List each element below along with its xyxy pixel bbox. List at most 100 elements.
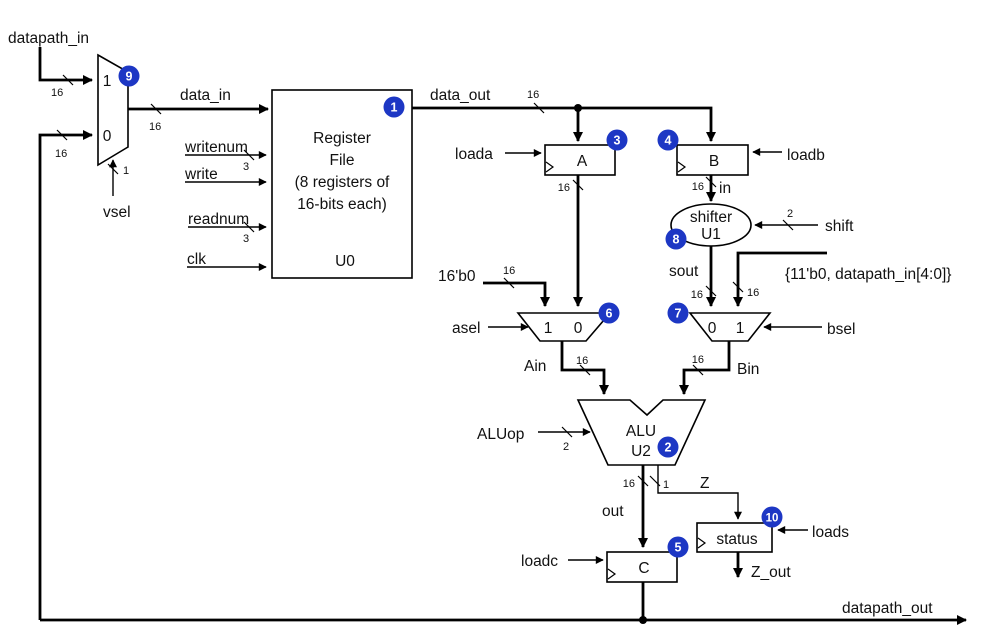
- bus-width-tick: [692, 364, 704, 376]
- badge-1: 1: [383, 96, 405, 118]
- badge-number: 9: [126, 70, 133, 84]
- ain-wire: [560, 341, 609, 395]
- ain-label: Ain: [524, 358, 546, 375]
- badge-number: 5: [675, 541, 682, 555]
- shifter-instance: U1: [701, 226, 721, 243]
- bus-width-tick: [107, 163, 119, 175]
- asel-mux-input0: 0: [574, 320, 583, 337]
- bus-width-tick: [243, 221, 255, 233]
- vsel-mux-input1: 1: [103, 73, 112, 90]
- datapath-in-wire: [38, 47, 93, 85]
- clock-triangle-icon: [545, 161, 555, 173]
- badge-circle: [667, 536, 689, 558]
- bin-label: Bin: [737, 361, 759, 378]
- badge-circle: [598, 302, 620, 324]
- shift-label: shift: [825, 218, 854, 235]
- bus-width-tick: [533, 102, 545, 114]
- register-file-title-4: 16-bits each): [297, 196, 387, 213]
- reg-b: B loadb 16 in: [676, 144, 825, 202]
- reg-a: A loada 16: [455, 144, 616, 307]
- vsel-mux-shape: [97, 53, 129, 167]
- reg-b-box: [676, 144, 749, 176]
- bus-width-label: 2: [563, 441, 569, 453]
- bus-width-label: 16: [527, 89, 539, 101]
- vsel-mux-input0: 0: [103, 128, 112, 145]
- badge-5: 5: [667, 536, 689, 558]
- badge-9: 9: [118, 65, 140, 87]
- reg-a-box: [544, 144, 616, 176]
- reg-b-label: B: [709, 153, 719, 170]
- z-out-label: Z_out: [751, 564, 791, 581]
- clock-triangle-icon: [607, 568, 617, 580]
- clk-label: clk: [187, 251, 206, 268]
- bsel-mux-input1: 1: [736, 320, 745, 337]
- bus-width-tick: [243, 149, 255, 161]
- shifter-label: shifter: [690, 209, 732, 226]
- bsel-mux: 0 1 bsel Bin 16: [679, 312, 855, 395]
- badge-3: 3: [606, 129, 628, 151]
- readnum-label: readnum: [188, 211, 249, 228]
- datapath-out-wire: datapath_out: [40, 600, 967, 625]
- bus-width-tick: [62, 74, 74, 86]
- loadc-label: loadc: [521, 553, 558, 570]
- bus-width-label: 16: [576, 355, 588, 367]
- bus-width-label: 16: [503, 265, 515, 277]
- sout-label: sout: [669, 263, 699, 280]
- badge-circle: [665, 228, 687, 250]
- bsel-mux-shape: [688, 312, 772, 342]
- bus-width-tick: [503, 277, 515, 289]
- badge-circle: [606, 129, 628, 151]
- bin-wire: [679, 341, 731, 395]
- imm-const-label: {11'b0, datapath_in[4:0]}: [785, 266, 951, 283]
- bus-width-tick: [561, 426, 573, 438]
- badge-circle: [118, 65, 140, 87]
- bus-width-tick: [649, 475, 661, 487]
- reg-c: C loadc: [521, 551, 678, 624]
- loadb-label: loadb: [787, 147, 825, 164]
- badge-10: 10: [761, 506, 783, 528]
- aluop-label: ALUop: [477, 426, 524, 443]
- zero-line: [483, 281, 550, 307]
- bus-width-tick: [572, 179, 584, 191]
- alu: ALU U2 ALUop 2 out 16 Z 1: [477, 399, 742, 548]
- data-out-label: data_out: [430, 87, 491, 104]
- register-file-title-1: Register: [313, 130, 371, 147]
- badge-circle: [657, 129, 679, 151]
- datapath-in-label: datapath_in: [8, 30, 89, 47]
- bus-width-label: 1: [123, 165, 129, 177]
- badge-number: 3: [614, 134, 621, 148]
- bus-width-tick: [732, 281, 744, 293]
- writenum-label: writenum: [184, 139, 248, 156]
- bus-width-label: 2: [787, 208, 793, 220]
- register-file-title-3: (8 registers of: [295, 174, 390, 191]
- bus-width-label: 16: [149, 121, 161, 133]
- alu-instance: U2: [631, 443, 651, 460]
- bus-width-label: 1: [663, 479, 669, 491]
- badge-8: 8: [665, 228, 687, 250]
- badge-circle: [657, 436, 679, 458]
- badge-number: 8: [673, 233, 680, 247]
- bus-width-label: 16: [692, 354, 704, 366]
- clock-triangle-icon: [697, 537, 707, 549]
- zero-const-label: 16'b0: [438, 268, 476, 285]
- register-file-instance: U0: [335, 253, 355, 270]
- bus-width-tick: [150, 103, 162, 115]
- status-register: status loads Z_out: [696, 522, 849, 581]
- loads-label: loads: [812, 524, 849, 541]
- vsel-mux: 1 0 1 vsel: [97, 53, 131, 221]
- badge-6: 6: [598, 302, 620, 324]
- bsel-mux-input0: 0: [708, 320, 717, 337]
- reg-a-label: A: [577, 153, 588, 170]
- imm-const-wire: {11'b0, datapath_in[4:0]} 16: [732, 251, 951, 307]
- data-in-wire: 16 data_in: [128, 87, 269, 133]
- junction-dot: [639, 616, 647, 624]
- z-label: Z: [700, 475, 709, 492]
- register-file: Register File (8 registers of 16-bits ea…: [184, 89, 413, 279]
- write-label: write: [184, 166, 218, 183]
- badge-7: 7: [667, 302, 689, 324]
- asel-mux-shape: [516, 312, 612, 342]
- bus-width-tick: [637, 475, 649, 487]
- asel-label: asel: [452, 320, 480, 337]
- bus-width-tick: [579, 364, 591, 376]
